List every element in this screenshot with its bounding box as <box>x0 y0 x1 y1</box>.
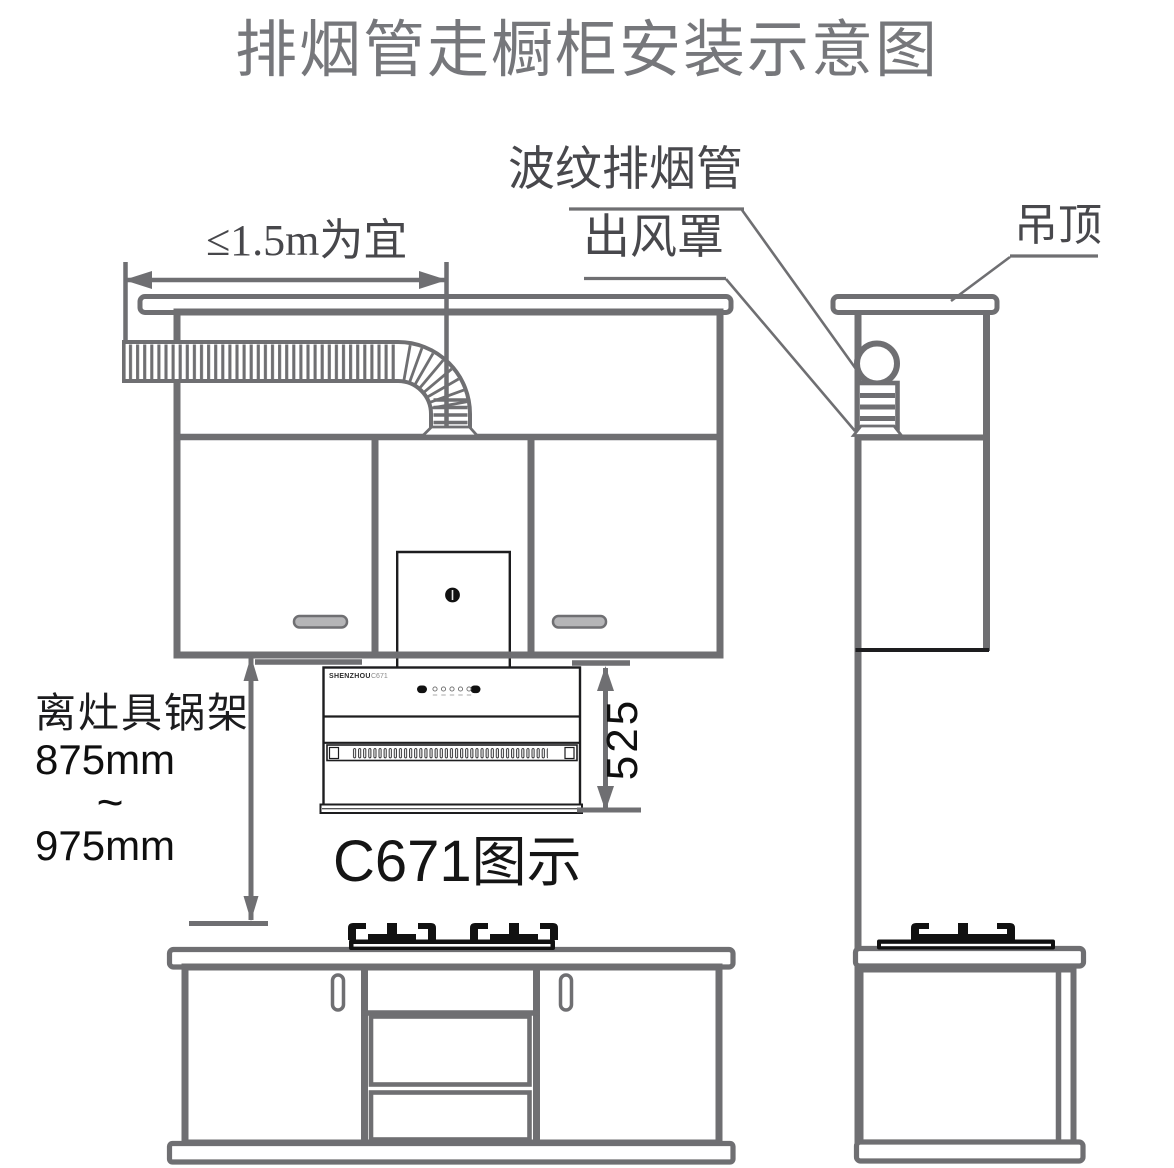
front-view <box>122 294 736 1165</box>
dim-clearance-max: 975mm <box>35 822 176 869</box>
label-air-outlet-cover: 出风罩 <box>583 212 724 264</box>
chimney-knob-slit <box>451 590 454 600</box>
countertop-side <box>852 945 1087 969</box>
model-caption-code: C671 <box>333 829 472 894</box>
model-caption-suffix: 图示 <box>471 832 582 893</box>
leader-lines <box>569 207 1098 432</box>
wall-cabinet-handle-left <box>292 614 349 629</box>
hood-chimney-box <box>396 550 511 668</box>
label-ceiling: 吊顶 <box>1014 201 1102 250</box>
gas-stove-side <box>877 923 1055 950</box>
label-corrugated-duct: 波纹排烟管 <box>508 144 743 196</box>
duct-outlet-flare-front <box>419 425 481 438</box>
corrugated-duct-side <box>850 340 905 437</box>
leader-ceiling <box>950 255 1011 303</box>
drawer-front-upper <box>368 1014 532 1087</box>
gas-stove-front <box>348 923 558 950</box>
side-ceiling-board <box>830 294 1000 315</box>
hood-model-text: C671 <box>371 673 388 680</box>
model-caption: C671图示 <box>333 833 582 891</box>
range-hood-front <box>319 666 583 814</box>
base-cabinet-front <box>166 946 736 1165</box>
dim-run-label: ≤1.5m为宜 <box>206 216 408 265</box>
hood-control-panel <box>417 685 481 696</box>
page-title: 排烟管走橱柜安装示意图 <box>234 17 940 85</box>
dim-525-label: 525 <box>598 697 647 781</box>
base-cabinet-side <box>852 945 1087 1164</box>
dim-clearance-tilde: ~ <box>96 776 124 828</box>
dim-clearance-min: 875mm <box>35 736 176 783</box>
dimension-lines <box>123 262 641 926</box>
drawer-front-lower <box>368 1090 532 1142</box>
base-handle-left <box>330 973 346 1012</box>
dim-clearance-caption: 离灶具锅架 <box>35 690 250 736</box>
side-view <box>830 294 1087 1164</box>
wall-cabinet-handle-right <box>551 614 608 629</box>
base-handle-right <box>558 973 574 1012</box>
plinth-front <box>166 1140 736 1165</box>
leader-corrugated-duct <box>740 209 858 370</box>
leader-air-outlet <box>725 278 856 432</box>
hood-brand-text: SHENZHOU <box>329 673 371 680</box>
duct-outlet-flare-side <box>850 424 905 437</box>
corrugated-duct-front <box>122 340 481 438</box>
plinth-side <box>853 1139 1086 1164</box>
